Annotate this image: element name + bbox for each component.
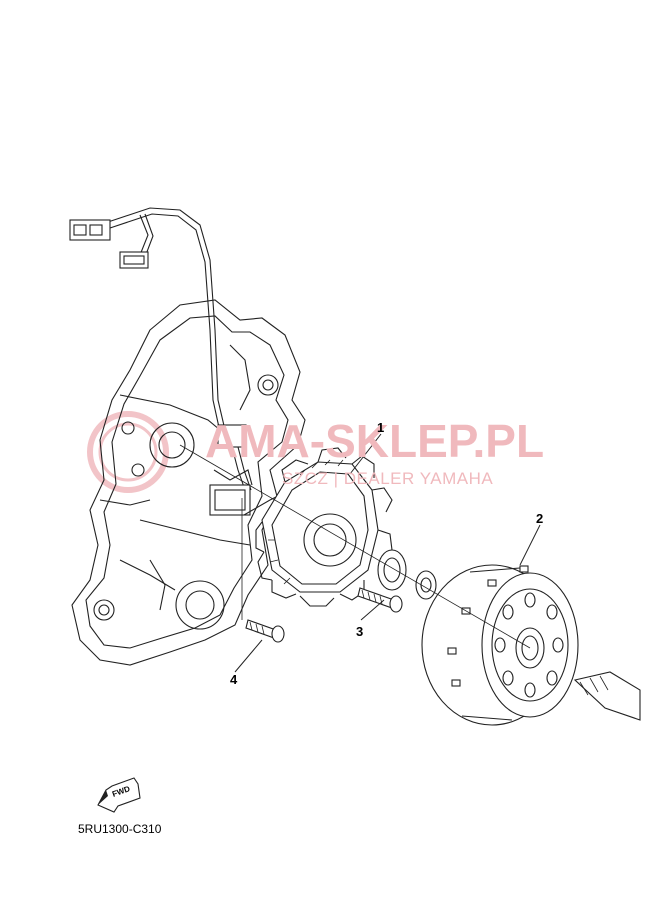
diagram-code: 5RU1300-C310	[78, 822, 162, 836]
watermark-title: AMA-SKLEP.PL	[205, 415, 545, 467]
assembly-axis-lines	[179, 444, 531, 649]
bolt-4	[245, 619, 285, 643]
callout-2: 2	[536, 511, 544, 526]
callout-1: 1	[377, 420, 385, 435]
fwd-arrow-icon	[97, 777, 141, 813]
collar-spacer	[377, 549, 437, 600]
wire-harness	[69, 207, 252, 491]
watermark-logo-icon	[87, 411, 169, 493]
bolt-3	[357, 587, 403, 613]
rotor-flywheel	[421, 564, 579, 726]
stator-coil	[255, 447, 393, 607]
callout-leaders	[234, 433, 541, 673]
callout-4: 4	[230, 672, 238, 687]
callout-3: 3	[356, 624, 364, 639]
crankcase-housing	[71, 299, 306, 666]
crankshaft-end	[573, 671, 641, 721]
watermark-subtitle: SZCZ | DEALER YAMAHA	[282, 469, 494, 488]
